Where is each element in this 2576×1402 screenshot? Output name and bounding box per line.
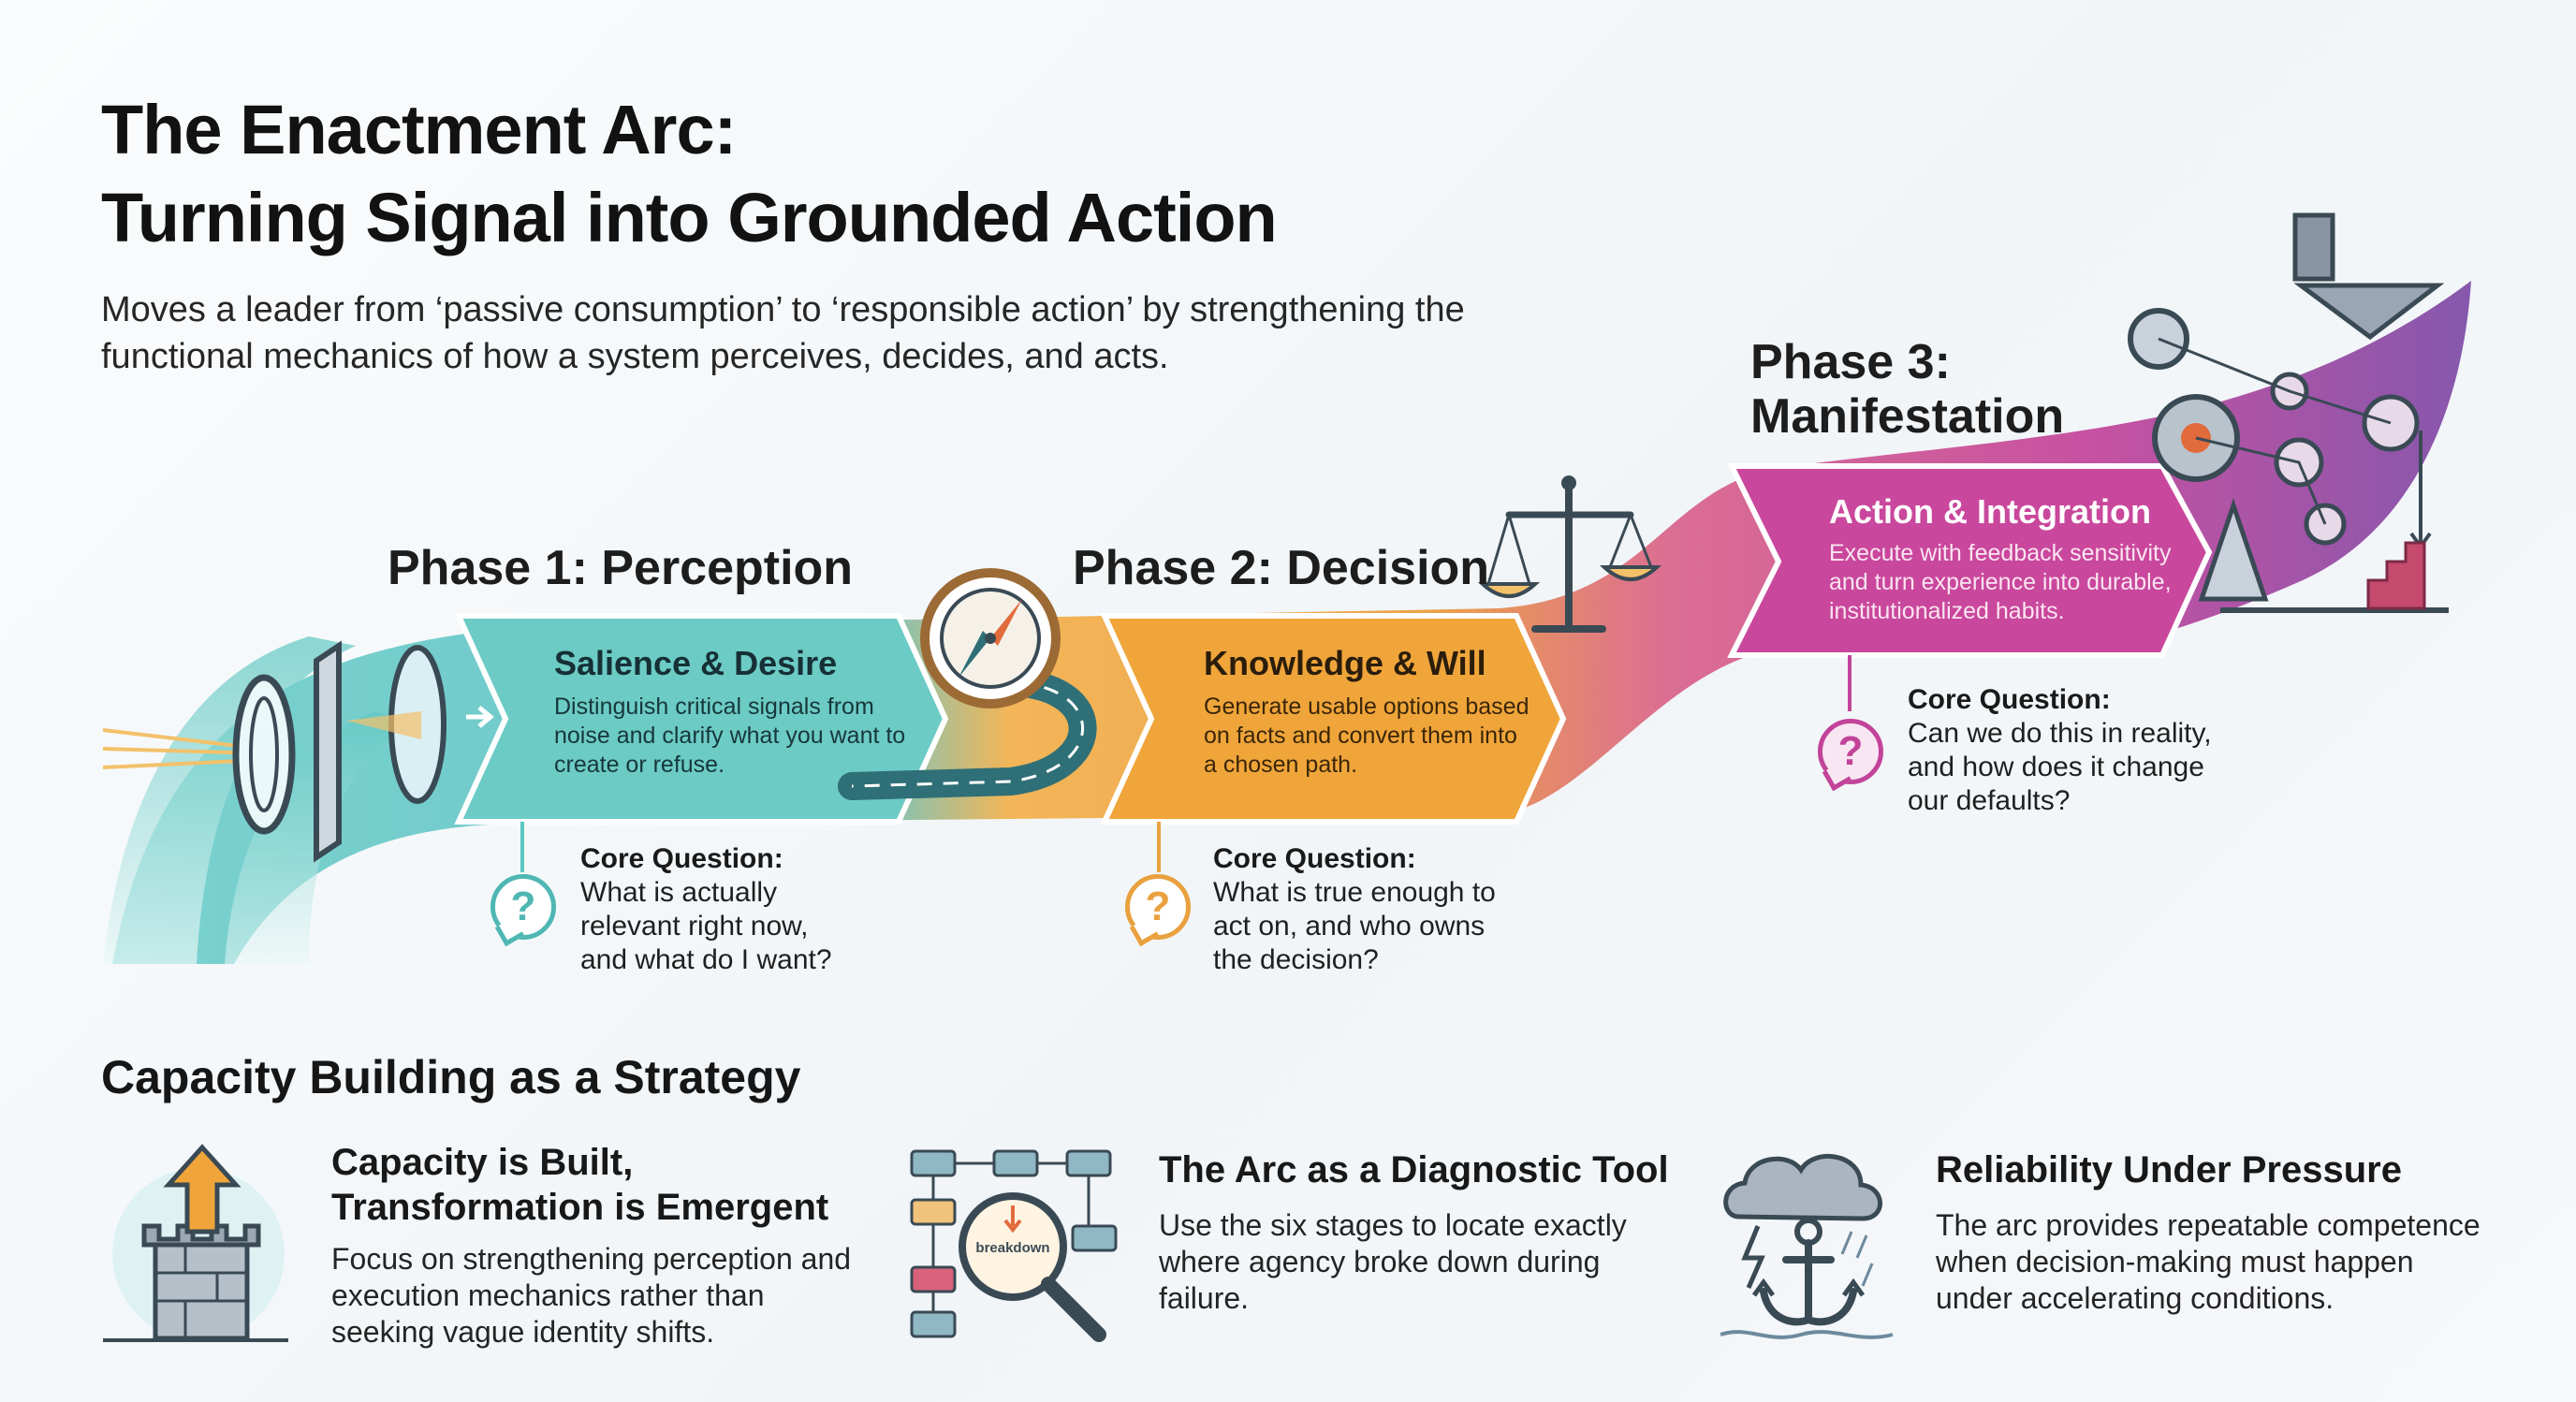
phase1-core-question: Core Question: What is actually relevant… <box>580 842 861 977</box>
title-line-1: The Enactment Arc: <box>101 91 737 168</box>
strategy-item-diagnostic: The Arc as a Diagnostic Tool Use the six… <box>1159 1147 1683 1317</box>
phase2-question-icon: ? <box>1125 874 1191 940</box>
phase3-title-line-1: Phase 3: <box>1750 335 1951 389</box>
phase2-card: Knowledge & Will Generate usable options… <box>1204 644 1531 780</box>
phase1-question-icon: ? <box>490 874 556 940</box>
strategy-item-reliability: Reliability Under Pressure The arc provi… <box>1936 1147 2497 1317</box>
phase1-core-question-text: What is actually relevant right now, and… <box>580 877 832 975</box>
lens-icon <box>102 640 494 863</box>
phase2-core-question: Core Question: What is true enough to ac… <box>1213 842 1503 977</box>
strategy-heading: Capacity Building as a Strategy <box>101 1051 801 1103</box>
phase3-card-text: Execute with feedback sensitivity and tu… <box>1829 540 2172 624</box>
strategy-item-capacity: Capacity is Built, Transformation is Eme… <box>331 1140 856 1351</box>
page-subtitle: Moves a leader from ‘passive consumption… <box>101 290 1465 376</box>
strategy-item-capacity-title-line-1: Capacity is Built, <box>331 1142 634 1183</box>
title-line-2: Turning Signal into Grounded Action <box>101 179 1278 256</box>
page-title: The Enactment Arc: Turning Signal into G… <box>101 86 1278 262</box>
strategy-item-diagnostic-text: Use the six stages to locate exactly whe… <box>1159 1208 1627 1315</box>
phase1-card-title: Salience & Desire <box>554 644 838 682</box>
machinery-icon <box>2128 212 2449 613</box>
phase2-card-text: Generate usable options based on facts a… <box>1204 694 1530 778</box>
strategy-item-diagnostic-title: The Arc as a Diagnostic Tool <box>1159 1149 1669 1190</box>
storm-anchor-icon <box>1720 1154 1894 1339</box>
strategy-item-capacity-title-line-2: Transformation is Emergent <box>331 1187 829 1228</box>
castle-arrow-icon <box>103 1144 288 1342</box>
phase2-core-question-label: Core Question: <box>1213 843 1416 874</box>
compass-icon <box>920 568 1061 708</box>
strategy-item-capacity-text: Focus on strengthening perception and ex… <box>331 1242 852 1349</box>
strategy-item-capacity-title: Capacity is Built, Transformation is Eme… <box>331 1140 856 1230</box>
phase1-title: Phase 1: Perception <box>388 541 854 595</box>
phase3-core-question-label: Core Question: <box>1908 684 2111 715</box>
flowchart-breakdown-label: breakdown <box>975 1240 1049 1256</box>
phase3-card: Action & Integration Execute with feedba… <box>1829 492 2185 626</box>
phase1-core-question-label: Core Question: <box>580 843 783 874</box>
phase1-card-text: Distinguish critical signals from noise … <box>554 694 906 778</box>
phase3-core-question: Core Question: Can we do this in reality… <box>1908 683 2226 818</box>
strategy-item-reliability-text: The arc provides repeatable competence w… <box>1936 1208 2481 1315</box>
strategy-item-reliability-title: Reliability Under Pressure <box>1936 1149 2402 1190</box>
phase3-card-title: Action & Integration <box>1829 492 2151 531</box>
phase2-title: Phase 2: Decision <box>1073 541 1490 595</box>
phase3-title-line-2: Manifestation <box>1750 389 2065 444</box>
phase3-core-question-text: Can we do this in reality, and how does … <box>1908 718 2212 816</box>
phase2-card-title: Knowledge & Will <box>1204 644 1486 682</box>
phase1-card: Salience & Desire Distinguish critical s… <box>554 644 910 780</box>
flowchart-magnifier-icon: breakdown <box>910 1149 1118 1342</box>
phase3-title: Phase 3: Manifestation <box>1750 335 2064 444</box>
scales-icon <box>1477 475 1662 633</box>
phase2-core-question-text: What is true enough to act on, and who o… <box>1213 877 1496 975</box>
phase3-question-icon: ? <box>1818 719 1883 784</box>
